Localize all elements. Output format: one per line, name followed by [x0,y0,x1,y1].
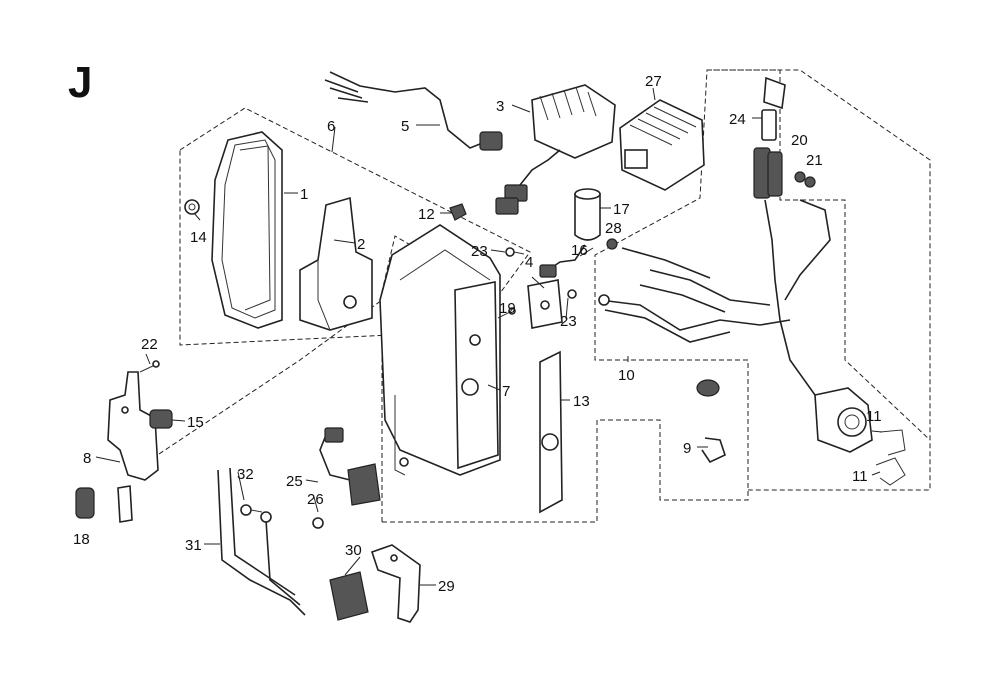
callout-9: 9 [683,440,691,457]
control-box-part [379,224,501,476]
callout-3: 3 [496,98,504,115]
callout-12: 12 [418,206,435,223]
plate-part-13 [539,350,563,514]
callout-30: 30 [345,542,362,559]
callout-6: 6 [327,118,335,135]
screw-part-22 [139,360,160,373]
screw-part-26 [312,517,324,529]
group-frame-harness [707,69,931,441]
section-letter: J [68,58,92,107]
callout-26: 26 [307,491,324,508]
regulator-part-3 [495,84,616,215]
main-harness-part [598,147,831,396]
capacitor-part-17 [574,188,601,241]
grommet-part [696,379,720,397]
nut-part-21 [804,176,816,188]
callout-16: 16 [571,242,588,259]
fuse-holder-part-24 [761,76,786,141]
clamp-part-11a [879,429,906,456]
callout-23-upper: 23 [471,243,488,260]
callout-15: 15 [187,414,204,431]
cover-panel-part [211,131,283,329]
callout-17: 17 [613,201,630,218]
callout-23-lower: 23 [560,313,577,330]
switch-part [814,387,873,453]
group-frame-control-box [149,69,931,523]
bolt-part-32 [240,504,263,516]
callout-4: 4 [525,254,533,271]
callout-13: 13 [573,393,590,410]
callout-19: 19 [499,300,516,317]
callout-24: 24 [729,111,746,128]
callout-18: 18 [73,531,90,548]
bracket-part [299,196,373,331]
regulator-part-27 [619,99,705,191]
capacitor-lead-part-16 [539,244,586,278]
leader-lines [95,87,883,586]
callout-28: 28 [605,220,622,237]
screw-part-23b [567,289,577,299]
bracket-part-29 [370,544,421,623]
callout-10: 10 [618,367,635,384]
wire-lead-part-25 [319,427,381,506]
screw-part-19 [497,307,516,319]
battery-lead-part-31 [217,467,306,616]
callout-22: 22 [141,336,158,353]
screw-part-23a [505,247,525,257]
clip-part-9 [701,437,726,464]
callout-25: 25 [286,473,303,490]
callout-21: 21 [806,152,823,169]
callout-14: 14 [190,229,207,246]
callout-7: 7 [502,383,510,400]
callout-29: 29 [438,578,455,595]
clamp-part-11b [875,457,906,486]
callout-5: 5 [401,118,409,135]
callout-32: 32 [237,466,254,483]
grommet-part-15 [149,409,173,429]
screw-part-14 [184,199,200,215]
nut-part-28 [606,238,618,250]
plate-part-4 [527,279,563,329]
callout-11-upper: 11 [866,408,882,425]
mount-bracket-part [107,371,159,523]
callout-27: 27 [645,73,662,90]
clip-part-18 [75,487,95,519]
callout-11-lower: 11 [852,468,868,485]
nut-part-20 [794,171,806,183]
group-frame-left [179,107,531,346]
callout-31: 31 [185,537,202,554]
callout-2: 2 [357,236,365,253]
callout-20: 20 [791,132,808,149]
callout-1: 1 [300,186,308,203]
wire-lead-part [324,71,503,151]
relay-part-30 [329,571,369,621]
callout-8: 8 [83,450,91,467]
screw-part-12 [449,203,467,221]
